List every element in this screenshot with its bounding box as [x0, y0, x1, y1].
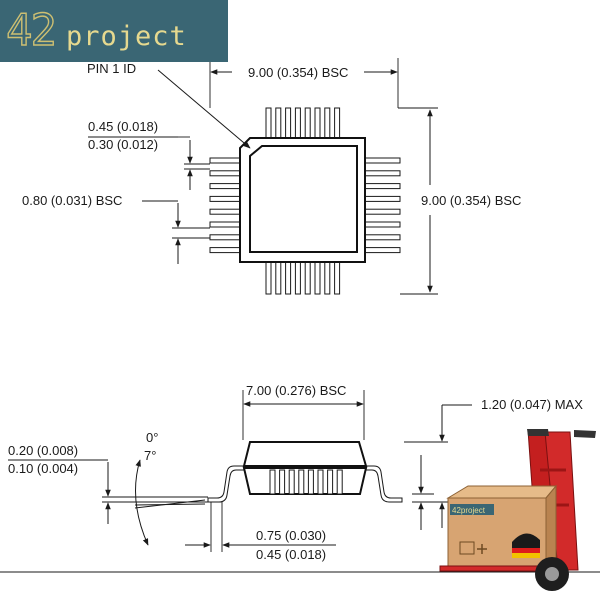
left-lead [209, 234, 242, 241]
foot-min-label: 0.45 (0.018) [256, 547, 326, 562]
top-lead [324, 107, 331, 140]
side-body-lower [242, 467, 368, 495]
left-lead [209, 221, 242, 228]
box-umbrella-icon [477, 544, 487, 554]
chip-inner-body [249, 145, 358, 253]
bottom-lead [285, 260, 292, 295]
side-lead [336, 469, 343, 495]
thickness-min-label: 0.10 (0.004) [8, 461, 78, 476]
top-width-label: 9.00 (0.354) BSC [248, 65, 348, 80]
truck-handle-right [574, 430, 596, 438]
top-lead [294, 107, 301, 140]
left-lead [209, 157, 242, 164]
top-lead [334, 107, 341, 140]
left-lead [209, 183, 242, 190]
foot-max-label: 0.75 (0.030) [256, 528, 326, 543]
side-lead [307, 469, 314, 495]
bottom-lead [324, 260, 331, 295]
flag-red-stripe [512, 548, 540, 553]
right-leads [363, 157, 401, 254]
pin1-label: PIN 1 ID [87, 61, 136, 76]
side-view: 7.00 (0.276) BSC 1.20 (0.047) MAX 0.20 (… [0, 383, 600, 573]
right-lead [363, 157, 401, 164]
cardboard-box-side [545, 484, 557, 570]
bottom-lead [334, 260, 341, 295]
side-lead [279, 469, 286, 495]
side-lead [327, 469, 334, 495]
right-height-label: 9.00 (0.354) BSC [421, 193, 521, 208]
pitch-label: 0.80 (0.031) BSC [22, 193, 122, 208]
42project-logo[interactable]: 42 project [0, 0, 228, 62]
top-view: PIN 1 ID 9.00 (0.354) BSC 9.00 (0.354) B… [22, 58, 521, 295]
right-gullwing-lead [361, 465, 403, 503]
left-leads [209, 157, 242, 254]
right-lead [363, 195, 401, 202]
bottom-lead [314, 260, 321, 295]
angle-arc [135, 459, 149, 546]
cardboard-box-top [446, 485, 558, 499]
box-sticker-text: 42project [452, 506, 486, 515]
hand-truck-illustration: 42project [439, 429, 596, 591]
top-leads [265, 107, 341, 140]
angle-max-label: 7° [144, 448, 156, 463]
bottom-lead [294, 260, 301, 295]
lead-width-max-label: 0.45 (0.018) [88, 119, 158, 134]
left-lead [209, 247, 242, 254]
left-lead [209, 170, 242, 177]
top-lead [285, 107, 292, 140]
bottom-lead [275, 260, 282, 295]
thickness-max-label: 0.20 (0.008) [8, 443, 78, 458]
bottom-leads [265, 260, 341, 295]
flag-gold-stripe [512, 553, 540, 558]
right-lead [363, 183, 401, 190]
truck-handle-left [527, 429, 549, 436]
top-lead [275, 107, 282, 140]
angle-min-label: 0° [146, 430, 158, 445]
left-gullwing-lead [207, 465, 247, 503]
logo-word: project [66, 21, 187, 52]
logo-number: 42 [5, 5, 57, 56]
right-lead [363, 247, 401, 254]
box-fragile-icon [459, 541, 475, 555]
side-lead [269, 469, 276, 495]
side-lead-row [269, 469, 343, 495]
top-lead [265, 107, 272, 140]
box-sticker [450, 504, 494, 515]
truck-wheel-hub [545, 567, 559, 581]
side-lead [298, 469, 305, 495]
body-width-label: 7.00 (0.276) BSC [246, 383, 346, 398]
left-lead [209, 208, 242, 215]
top-lead [304, 107, 311, 140]
right-lead [363, 208, 401, 215]
bottom-lead [265, 260, 272, 295]
lead-width-min-label: 0.30 (0.012) [88, 137, 158, 152]
side-lead [288, 469, 295, 495]
left-lead [209, 195, 242, 202]
height-max-label: 1.20 (0.047) MAX [481, 397, 583, 412]
right-lead [363, 234, 401, 241]
side-lead [317, 469, 324, 495]
right-lead [363, 170, 401, 177]
right-lead [363, 221, 401, 228]
top-lead [314, 107, 321, 140]
bottom-lead [304, 260, 311, 295]
pin1-leader [157, 69, 251, 149]
side-body-upper [242, 441, 368, 467]
